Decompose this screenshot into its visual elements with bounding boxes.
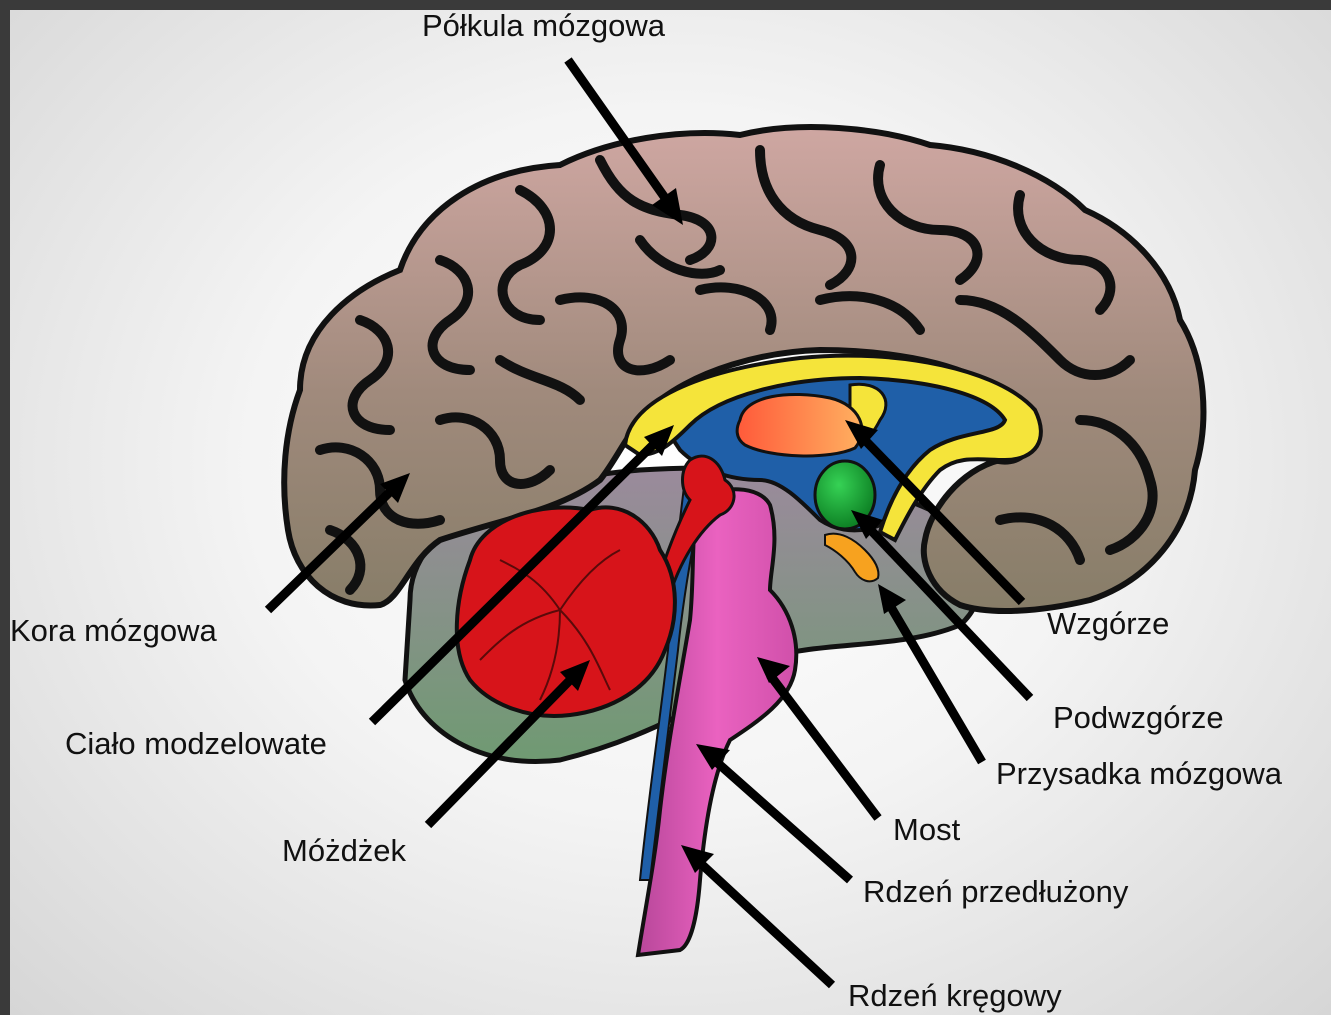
label-most: Most (893, 814, 960, 845)
brain-diagram (10, 10, 1331, 1015)
arrow-rdzen-przedluzony (712, 758, 850, 880)
arrow-rdzen-kregowy (697, 860, 832, 985)
diagram-frame: Półkula mózgowa Kora mózgowa Ciało modze… (10, 10, 1331, 1015)
label-mozdzek: Móżdżek (282, 835, 406, 866)
label-wzgorze: Wzgórze (1047, 608, 1169, 639)
arrow-most (770, 675, 878, 818)
label-polkula-mozgowa: Półkula mózgowa (422, 10, 665, 41)
label-rdzen-kregowy: Rdzeń kręgowy (848, 980, 1062, 1011)
label-rdzen-przedluzony: Rdzeń przedłużony (863, 876, 1128, 907)
label-przysadka-mozgowa: Przysadka mózgowa (996, 758, 1282, 789)
label-podwzgorze: Podwzgórze (1053, 702, 1224, 733)
label-kora-mozgowa: Kora mózgowa (10, 615, 217, 646)
label-cialo-modzelowate: Ciało modzelowate (65, 728, 327, 759)
thalamus (737, 394, 862, 455)
